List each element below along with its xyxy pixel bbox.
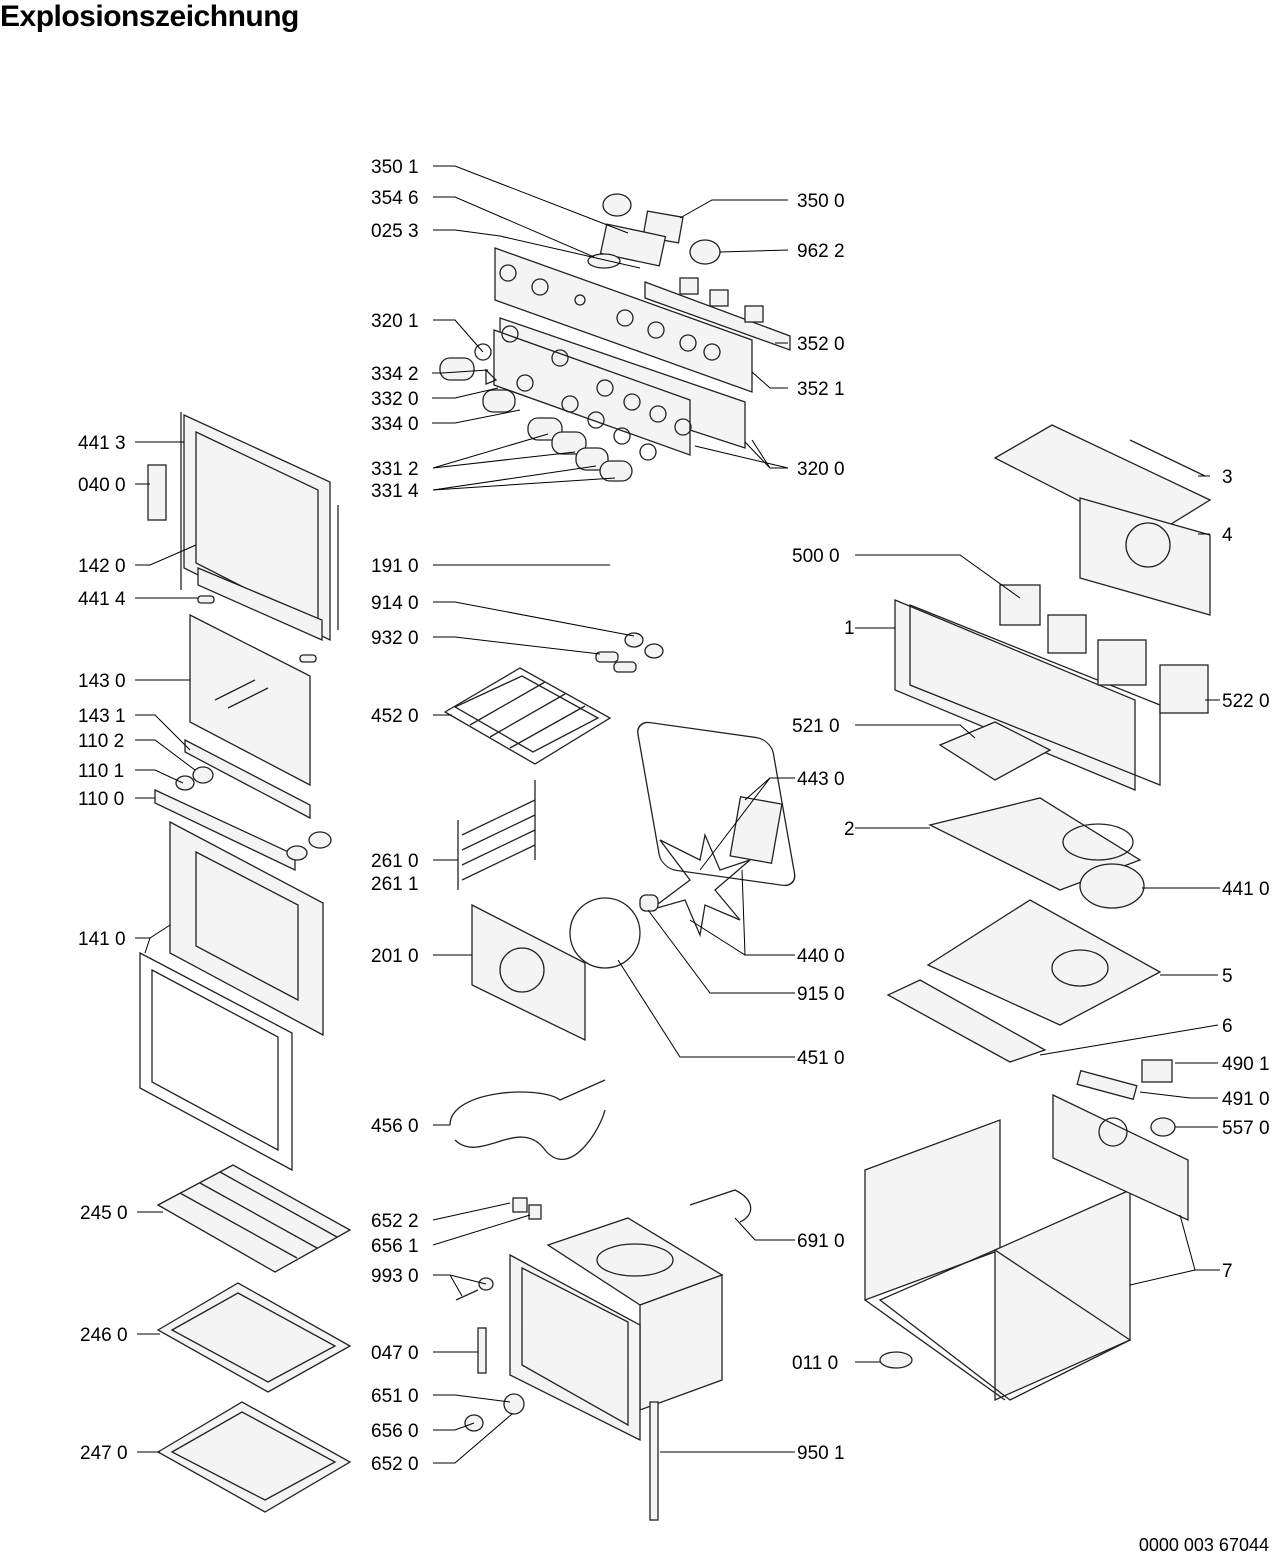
label-261-0: 261 0 bbox=[371, 851, 419, 872]
part-oven-cavity bbox=[455, 1189, 752, 1521]
label-047-0: 047 0 bbox=[371, 1343, 419, 1364]
label-441-0: 441 0 bbox=[1222, 879, 1270, 900]
part-number-labels: 441 3 040 0 142 0 441 4 143 0 143 1 110 … bbox=[78, 157, 1270, 1475]
label-4: 4 bbox=[1222, 525, 1233, 546]
label-025-3: 025 3 bbox=[371, 221, 419, 242]
document-number: 0000 003 67044 bbox=[1138, 1535, 1269, 1555]
label-5: 5 bbox=[1222, 966, 1233, 987]
label-011-0: 011 0 bbox=[792, 1353, 838, 1374]
label-331-4: 331 4 bbox=[371, 481, 419, 502]
label-656-1: 656 1 bbox=[371, 1236, 419, 1257]
label-350-1: 350 1 bbox=[371, 157, 419, 178]
part-door-frame bbox=[147, 412, 339, 663]
label-6: 6 bbox=[1222, 1016, 1233, 1037]
label-500-0: 500 0 bbox=[792, 546, 840, 567]
label-656-0: 656 0 bbox=[371, 1421, 419, 1442]
label-141-0: 141 0 bbox=[78, 929, 126, 950]
label-443-0: 443 0 bbox=[797, 769, 845, 790]
label-110-0: 110 0 bbox=[78, 789, 124, 810]
part-fan-cover bbox=[471, 903, 586, 1042]
label-950-1: 950 1 bbox=[797, 1443, 845, 1464]
page-title: Explosionszeichnung bbox=[0, 0, 299, 33]
label-331-2: 331 2 bbox=[371, 459, 419, 480]
part-door-glass bbox=[154, 613, 332, 872]
label-040-0: 040 0 bbox=[78, 475, 126, 496]
label-143-0: 143 0 bbox=[78, 671, 126, 692]
label-110-2: 110 2 bbox=[78, 731, 124, 752]
label-451-0: 451 0 bbox=[797, 1048, 845, 1069]
leader-lines bbox=[135, 165, 1220, 1464]
label-7: 7 bbox=[1222, 1261, 1233, 1282]
label-456-0: 456 0 bbox=[371, 1116, 419, 1137]
label-491-0: 491 0 bbox=[1222, 1089, 1270, 1110]
label-143-1: 143 1 bbox=[78, 706, 126, 727]
label-441-4: 441 4 bbox=[78, 589, 126, 610]
label-914-0: 914 0 bbox=[371, 593, 419, 614]
label-993-0: 993 0 bbox=[371, 1266, 419, 1287]
part-knobs bbox=[439, 343, 657, 482]
part-outer-casing bbox=[864, 1059, 1189, 1402]
label-201-0: 201 0 bbox=[371, 946, 419, 967]
label-1: 1 bbox=[844, 618, 855, 639]
label-2: 2 bbox=[844, 819, 855, 840]
label-142-0: 142 0 bbox=[78, 556, 126, 577]
label-3: 3 bbox=[1222, 467, 1233, 488]
label-334-2: 334 2 bbox=[371, 364, 419, 385]
part-lamp bbox=[595, 632, 664, 673]
label-245-0: 245 0 bbox=[80, 1203, 128, 1224]
part-grill-rack bbox=[443, 667, 612, 765]
label-691-0: 691 0 bbox=[797, 1231, 845, 1252]
label-440-0: 440 0 bbox=[797, 946, 845, 967]
part-cooling-assembly bbox=[993, 424, 1212, 616]
label-320-0: 320 0 bbox=[797, 459, 845, 480]
label-962-2: 962 2 bbox=[797, 241, 845, 262]
label-246-0: 246 0 bbox=[80, 1325, 128, 1346]
label-652-2: 652 2 bbox=[371, 1211, 419, 1232]
part-fan bbox=[569, 796, 783, 969]
label-441-3: 441 3 bbox=[78, 433, 126, 454]
label-651-0: 651 0 bbox=[371, 1386, 419, 1407]
label-320-1: 320 1 bbox=[371, 311, 419, 332]
part-outer-door bbox=[139, 820, 324, 1172]
part-display-module bbox=[587, 210, 684, 269]
label-261-1: 261 1 bbox=[371, 874, 419, 895]
label-352-1: 352 1 bbox=[797, 379, 845, 400]
part-trays bbox=[156, 1164, 352, 1513]
label-334-0: 334 0 bbox=[371, 414, 419, 435]
part-knob-cap bbox=[602, 193, 721, 265]
label-110-1: 110 1 bbox=[78, 761, 124, 782]
label-191-0: 191 0 bbox=[371, 556, 419, 577]
part-control-panel bbox=[493, 247, 791, 456]
label-352-0: 352 0 bbox=[797, 334, 845, 355]
label-652-0: 652 0 bbox=[371, 1454, 419, 1475]
label-521-0: 521 0 bbox=[792, 716, 840, 737]
label-247-0: 247 0 bbox=[80, 1443, 128, 1464]
label-332-0: 332 0 bbox=[371, 389, 419, 410]
label-354-6: 354 6 bbox=[371, 188, 419, 209]
part-control-housing bbox=[894, 584, 1209, 791]
label-932-0: 932 0 bbox=[371, 628, 419, 649]
label-557-0: 557 0 bbox=[1222, 1118, 1270, 1139]
part-insulation-covers bbox=[886, 797, 1162, 1063]
parts-illustrations bbox=[139, 193, 1212, 1521]
part-grill-element bbox=[449, 1079, 606, 1160]
label-452-0: 452 0 bbox=[371, 706, 419, 727]
label-915-0: 915 0 bbox=[797, 984, 845, 1005]
label-522-0: 522 0 bbox=[1222, 691, 1270, 712]
label-490-1: 490 1 bbox=[1222, 1054, 1270, 1075]
label-350-0: 350 0 bbox=[797, 191, 845, 212]
part-side-racks bbox=[457, 780, 536, 890]
